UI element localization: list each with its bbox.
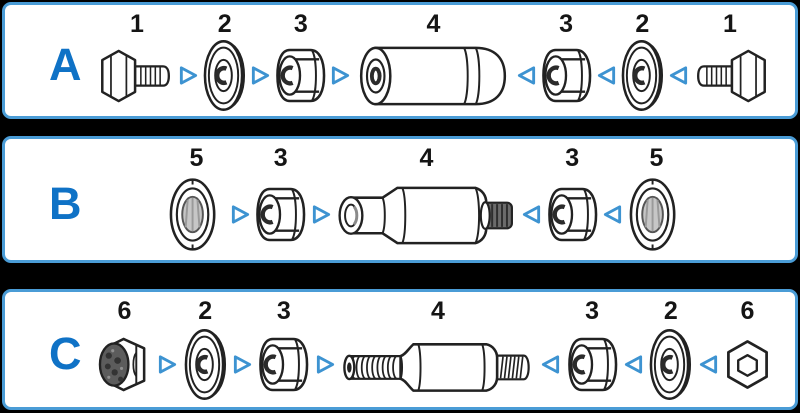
part-number: 3 bbox=[559, 10, 574, 38]
arrow-right-icon bbox=[330, 7, 351, 114]
part-number: 2 bbox=[198, 297, 213, 325]
part-number: 2 bbox=[663, 297, 678, 325]
part-cone: 3 bbox=[567, 294, 618, 405]
part-washer: 2 bbox=[621, 7, 664, 114]
part-number: 6 bbox=[117, 297, 132, 325]
row-c-parts: 6 2 3 4 3 2 6 bbox=[97, 294, 771, 405]
part-cone: 3 bbox=[258, 294, 309, 405]
part-washer: 2 bbox=[649, 294, 692, 405]
panel-row-c: C 6 2 3 4 3 2 6 bbox=[2, 289, 798, 410]
part-capnut: 6 bbox=[97, 294, 152, 405]
part-number: 3 bbox=[276, 297, 291, 325]
part-bolt: 1 bbox=[100, 7, 174, 114]
part-number: 1 bbox=[722, 10, 737, 38]
part-number: 1 bbox=[130, 10, 144, 38]
part-number: 5 bbox=[189, 144, 204, 172]
part-axle-threaded: 4 bbox=[341, 294, 535, 405]
part-cone: 3 bbox=[547, 141, 598, 258]
part-washer: 2 bbox=[203, 7, 246, 114]
part-cone: 3 bbox=[541, 7, 592, 114]
arrow-left-icon bbox=[521, 141, 542, 258]
part-number: 3 bbox=[293, 10, 308, 38]
arrow-right-icon bbox=[230, 141, 251, 258]
part-number: 3 bbox=[565, 144, 580, 172]
part-number: 5 bbox=[649, 144, 664, 172]
part-number: 2 bbox=[635, 10, 650, 38]
arrow-right-icon bbox=[315, 294, 336, 405]
part-number: 4 bbox=[426, 10, 441, 38]
arrow-right-icon bbox=[178, 7, 199, 114]
row-a-parts: 1 2 3 4 3 2 1 bbox=[100, 7, 767, 114]
row-letter-b: B bbox=[49, 177, 82, 229]
arrow-right-icon bbox=[311, 141, 332, 258]
part-number: 4 bbox=[431, 297, 445, 325]
panel-row-b: B 5 3 4 3 5 bbox=[2, 136, 798, 263]
arrow-left-icon bbox=[698, 294, 719, 405]
arrow-left-icon bbox=[516, 7, 537, 114]
part-number: 2 bbox=[217, 10, 232, 38]
panel-row-a: A 1 2 3 4 3 2 1 bbox=[2, 2, 798, 119]
row-b-parts: 5 3 4 3 5 bbox=[168, 141, 685, 258]
arrow-left-icon bbox=[602, 141, 623, 258]
part-number: 3 bbox=[585, 297, 600, 325]
arrow-left-icon bbox=[596, 7, 617, 114]
arrow-right-icon bbox=[157, 294, 178, 405]
part-locknut: 5 bbox=[168, 141, 225, 258]
part-bolt: 1 bbox=[693, 7, 767, 114]
part-number: 3 bbox=[273, 144, 288, 172]
arrow-right-icon bbox=[232, 294, 253, 405]
part-axle-plain: 4 bbox=[355, 7, 511, 114]
row-letter-a: A bbox=[49, 38, 82, 90]
part-number: 4 bbox=[419, 144, 434, 172]
part-number: 6 bbox=[740, 297, 755, 325]
arrow-right-icon bbox=[250, 7, 271, 114]
part-washer: 2 bbox=[184, 294, 227, 405]
arrow-left-icon bbox=[668, 7, 689, 114]
arrow-left-icon bbox=[540, 294, 561, 405]
part-locknut: 5 bbox=[628, 141, 685, 258]
row-letter-c: C bbox=[49, 327, 82, 379]
part-hexnut: 6 bbox=[724, 294, 771, 405]
part-cone: 3 bbox=[255, 141, 306, 258]
arrow-left-icon bbox=[623, 294, 644, 405]
part-cone: 3 bbox=[275, 7, 326, 114]
part-axle-stepped: 4 bbox=[337, 141, 517, 258]
